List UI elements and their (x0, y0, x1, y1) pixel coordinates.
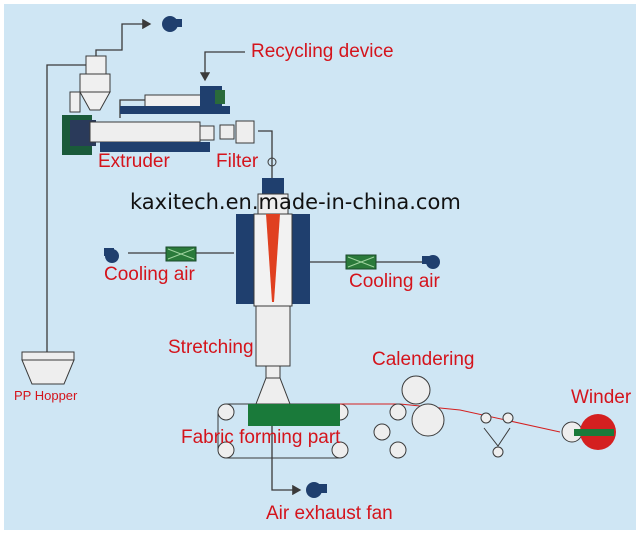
cooling-unit-left-icon (104, 246, 197, 263)
label-calendering: Calendering (372, 349, 475, 370)
guide-frame-icon (480, 412, 514, 458)
exhaust-line (271, 420, 302, 496)
label-cooling-air-left: Cooling air (104, 264, 195, 285)
recycling-extruder-icon (120, 86, 230, 114)
recycling-line (199, 51, 245, 82)
hopper-icon (69, 55, 111, 113)
label-air-exhaust-fan: Air exhaust fan (266, 503, 393, 524)
top-fan-line (95, 18, 152, 58)
exhaust-fan-icon (306, 482, 327, 498)
label-extruder: Extruder (98, 151, 170, 172)
label-stretching: Stretching (168, 337, 254, 358)
hopper-return-line (46, 64, 88, 352)
filter-icon (219, 120, 277, 167)
label-pp-hopper: PP Hopper (14, 388, 78, 403)
label-winder: Winder (571, 387, 632, 408)
label-fabric-forming-part: Fabric forming part (181, 427, 341, 448)
label-recycling-device: Recycling device (251, 41, 394, 62)
calender-rolls-icon (373, 375, 445, 459)
label-cooling-air-right: Cooling air (349, 271, 440, 292)
label-filter: Filter (216, 151, 259, 172)
melt-line (258, 130, 273, 180)
extruder-icon (62, 115, 215, 155)
fan-icon (162, 16, 182, 32)
cooling-unit-right-icon (345, 254, 440, 270)
winder-roll-icon (561, 414, 616, 450)
spinning-box-icon (236, 178, 310, 405)
pp-hopper-icon (21, 351, 75, 385)
watermark-text: kaxitech.en.made-in-china.com (130, 190, 461, 214)
